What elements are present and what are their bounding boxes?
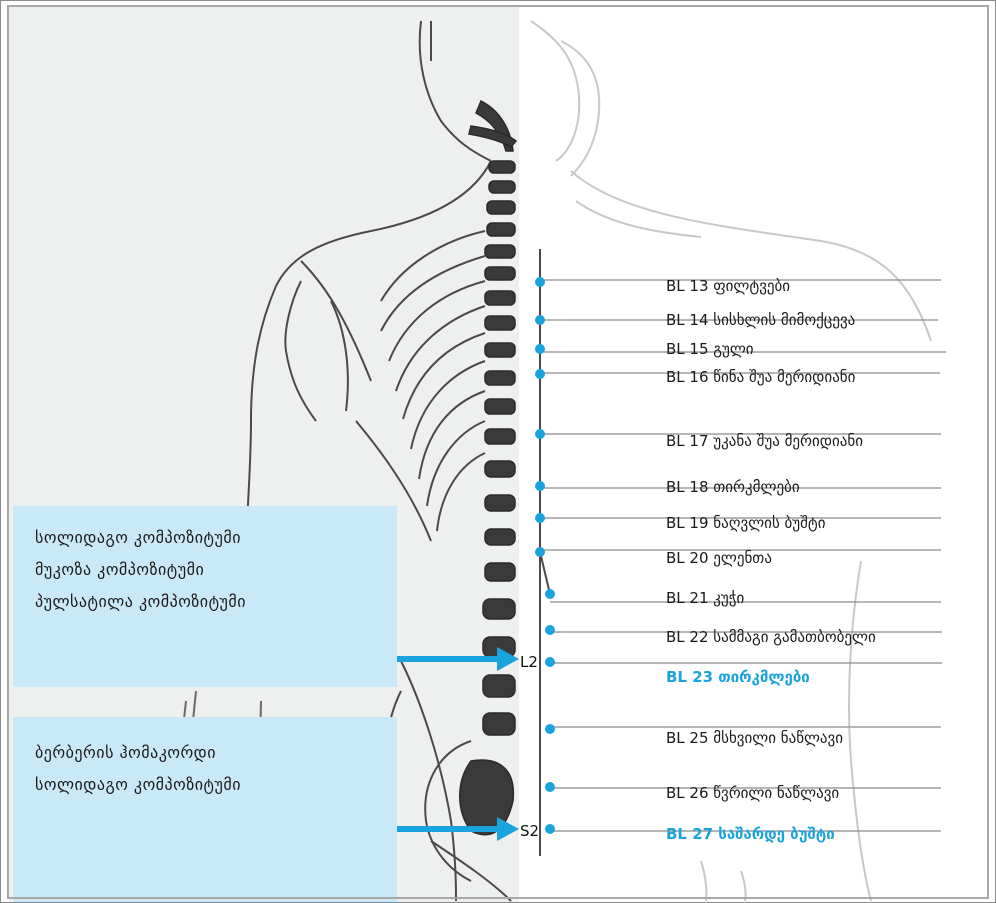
remedy-upper-1: სოლიდაგო კომპოზიტუმი [35,528,375,548]
acupoint-label: BL 14 სისხლის მიმოქცევა [666,311,855,329]
acupoint-marker [535,369,545,379]
acupoint-label: BL 19 ნაღვლის ბუშტი [666,514,826,532]
acupoint-label: BL 21 კუჭი [666,589,744,607]
acupoint-marker [535,547,545,557]
acupoint-label: BL 13 ფილტვები [666,277,790,295]
pelvis [386,691,471,881]
acupoint-marker [545,657,555,667]
acupoint-label: BL 18 თირკმლები [666,478,800,496]
acupoint-label: BL 27 საშარდე ბუშტი [666,825,835,843]
acupoint-marker [535,315,545,325]
arrow-s2-head [497,817,519,841]
acupoint-marker [545,824,555,834]
acupoint-label: BL 22 სამმაგი გამათბობელი [666,628,876,646]
acupoint-marker [545,625,555,635]
acupoint-label: BL 23 თირკმლები [666,668,810,686]
acupoint-label: BL 17 უკანა შუა მერიდიანი [666,432,863,450]
acupoint-label: BL 16 წინა შუა მერიდიანი [666,368,855,386]
acupoint-marker [535,429,545,439]
acupoint-label: BL 25 მსხვილი ნაწლავი [666,729,843,747]
remedy-upper-3: პულსატილა კომპოზიტუმი [35,592,375,612]
acupoint-label: BL 20 ელენთა [666,549,772,567]
level-label-s2: S2 [520,822,539,840]
acupoint-label: BL 15 გული [666,340,754,358]
remedy-lower-2: სოლიდაგო კომპოზიტუმი [35,775,375,795]
remedy-box-upper: სოლიდაგო კომპოზიტუმი მუკოზა კომპოზიტუმი … [13,506,397,687]
acupoint-marker [535,513,545,523]
acupoint-marker [545,724,555,734]
remedy-box-lower: ბერბერის ჰომაკორდი სოლიდაგო კომპოზიტუმი [13,717,397,902]
acupoint-marker [535,277,545,287]
acupoint-marker [535,344,545,354]
spine [460,101,516,835]
body-outline-right [531,21,931,901]
meridian-offset-line [540,552,550,594]
acupoint-markers [535,277,555,834]
acupoint-marker [545,589,555,599]
acupoint-label: BL 26 წვრილი ნაწლავი [666,784,839,802]
ribs [381,231,485,531]
acupoint-marker [545,782,555,792]
remedy-lower-1: ბერბერის ჰომაკორდი [35,743,375,763]
acupoint-marker [535,481,545,491]
remedy-upper-2: მუკოზა კომპოზიტუმი [35,560,375,580]
level-label-l2: L2 [520,653,538,671]
